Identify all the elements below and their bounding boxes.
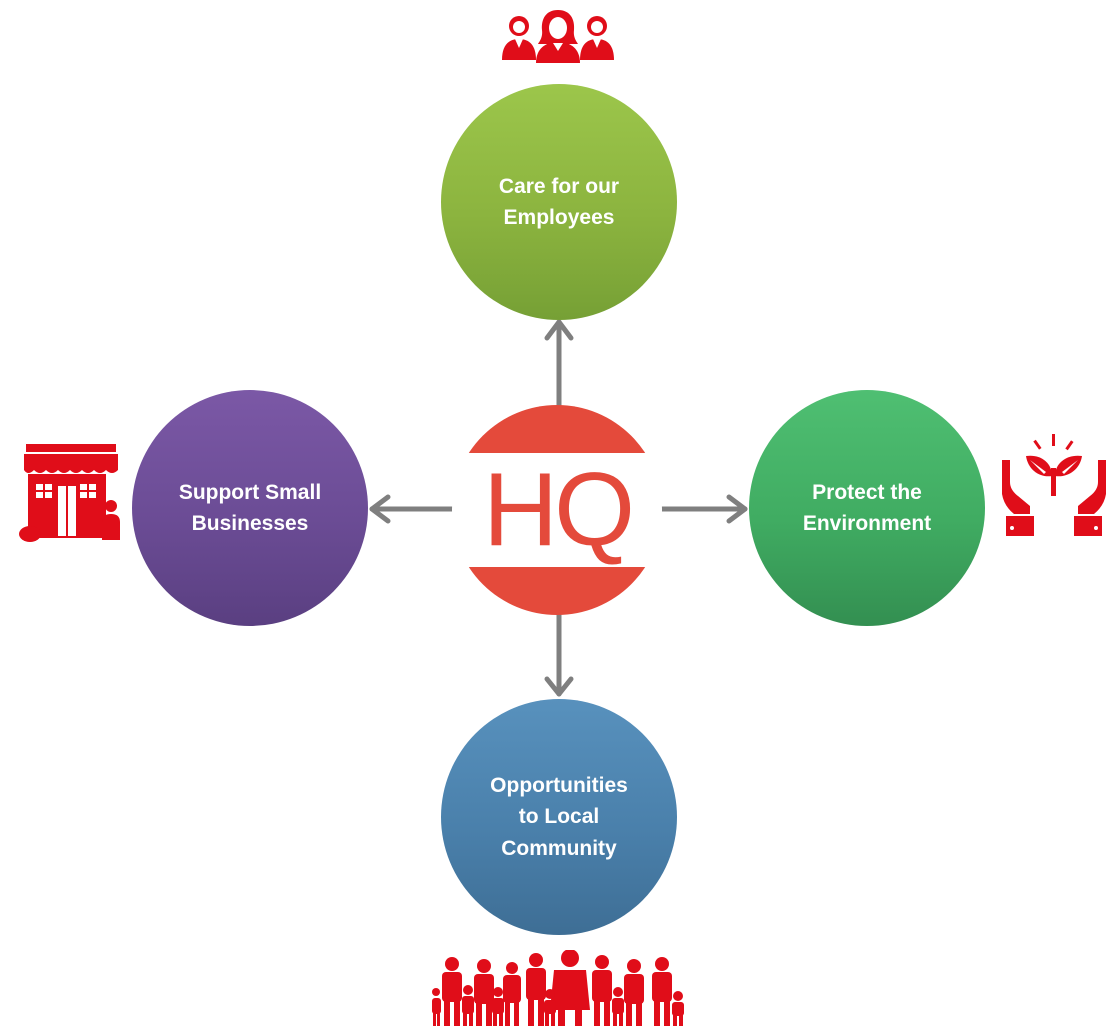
node-protect-environment: Protect the Environment	[749, 390, 985, 626]
logo-band-bottom	[452, 567, 662, 615]
arrowhead-right	[726, 494, 748, 524]
node-local-community: Opportunities to Local Community	[441, 699, 677, 935]
storefront-icon	[19, 444, 120, 542]
node-label: Care for our Employees	[499, 171, 619, 234]
logo-text: HQ	[483, 451, 635, 568]
node-care-for-employees: Care for our Employees	[441, 84, 677, 320]
arrowhead-bottom	[544, 676, 574, 697]
arrowhead-left	[369, 494, 391, 524]
hq-logo: HQ	[452, 405, 662, 615]
node-label-line: Businesses	[191, 512, 309, 535]
node-label-line: Support Small	[178, 480, 322, 504]
logo-band-middle	[452, 453, 662, 567]
community-family-icon	[432, 950, 684, 1026]
hands-plant-icon	[1002, 434, 1106, 536]
arrowhead-top	[544, 319, 574, 341]
node-label-line: Opportunities	[490, 773, 628, 797]
node-label-line: Environment	[802, 512, 932, 535]
node-label: Opportunities to Local Community	[490, 770, 628, 865]
node-label: Protect the Environment	[803, 477, 931, 540]
logo-band-top	[452, 405, 662, 453]
employees-icon	[502, 10, 614, 63]
node-label-line: to Local	[518, 805, 600, 829]
node-label-line: Community	[501, 836, 617, 860]
node-label: Support Small Businesses	[179, 477, 321, 540]
node-label-line: Protect the	[812, 480, 922, 504]
node-label-line: Care for our	[498, 174, 620, 198]
node-support-small-businesses: Support Small Businesses	[132, 390, 368, 626]
node-label-line: Employees	[503, 206, 615, 229]
